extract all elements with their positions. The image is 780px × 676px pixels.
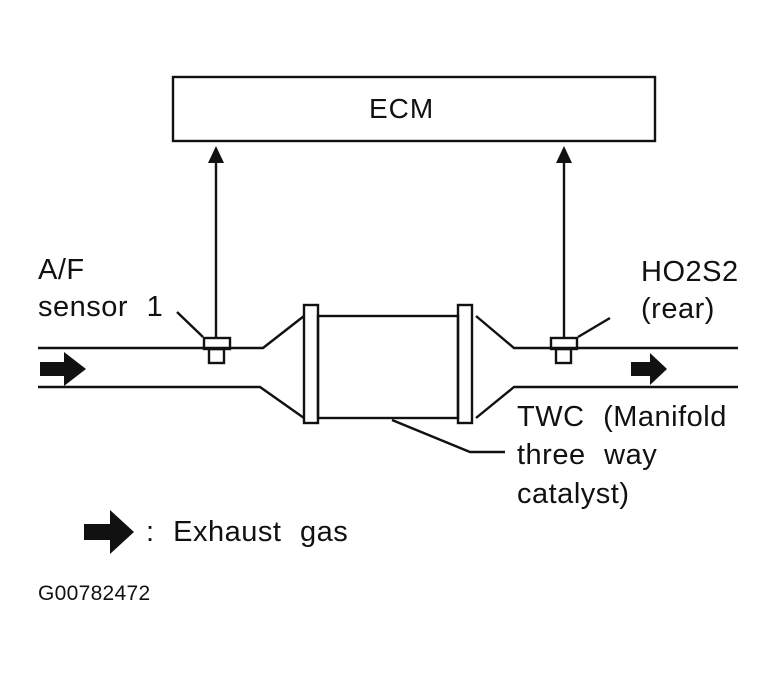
exhaust-flow-out-icon	[631, 353, 667, 385]
af-sensor-label-line1: A/F	[38, 254, 85, 286]
ho2s2-sensor	[549, 316, 611, 365]
ho2s2-label-line2: (rear)	[641, 293, 715, 325]
catalyst-leader-line	[391, 418, 505, 454]
ecm-label: ECM	[369, 93, 435, 124]
exhaust-pipe-lower-wall	[38, 385, 738, 419]
ho2s2-label-line1: HO2S2	[641, 256, 739, 288]
arrow-right-icon	[84, 510, 134, 554]
exhaust-flow-in-icon	[40, 352, 86, 386]
exhaust-pipe-upper-wall	[38, 315, 738, 350]
catalyst-label-line2: three way	[517, 439, 658, 471]
arrowhead-rear-icon	[556, 146, 572, 163]
catalyst-label-line1: TWC (Manifold	[517, 401, 727, 433]
figure-code: G00782472	[38, 582, 151, 605]
catalyst-body	[316, 314, 460, 420]
catalyst-flange-inlet	[302, 303, 320, 425]
catalyst-flange-outlet	[456, 303, 474, 425]
af-sensor-1	[176, 311, 232, 365]
ecm-box	[171, 75, 657, 143]
legend-text: : Exhaust gas	[146, 516, 349, 548]
catalyst-label-line3: catalyst)	[517, 478, 630, 510]
arrowhead-front-icon	[208, 146, 224, 163]
af-sensor-label-line2: sensor 1	[38, 291, 164, 323]
